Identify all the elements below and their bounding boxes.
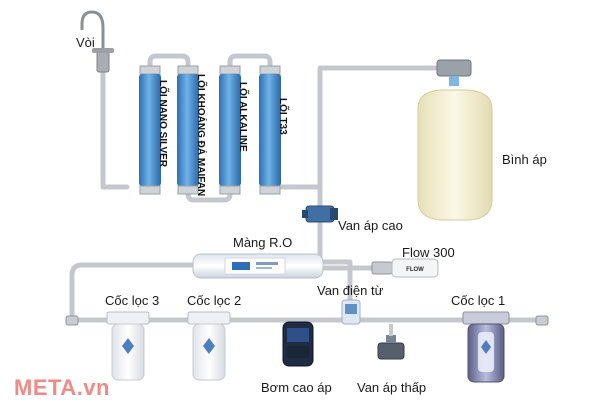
booster-pump bbox=[282, 321, 314, 367]
pressure-tank bbox=[417, 59, 493, 221]
faucet-label: Vòi bbox=[76, 35, 95, 50]
low-pressure-valve-label: Van áp thấp bbox=[357, 380, 427, 395]
cartridge-nano-silver bbox=[139, 65, 161, 195]
filter-cup-3 bbox=[106, 311, 150, 381]
low-pressure-valve bbox=[377, 324, 405, 360]
inlet-fitting bbox=[535, 315, 549, 326]
flow-restrictor: FLOW bbox=[371, 258, 439, 278]
cartridge-maifan-label: LÕI KHOÁNG ĐÁ MAIFAN bbox=[195, 74, 206, 197]
cartridge-maifan bbox=[177, 65, 199, 195]
faucet bbox=[80, 10, 114, 73]
t33-outlet-tube bbox=[274, 65, 446, 190]
ro-feed-loop-tube bbox=[69, 262, 196, 321]
pressure-tank-label: Bình áp bbox=[502, 152, 547, 167]
filter-cup-1-label: Cốc lọc 1 bbox=[451, 293, 506, 308]
cartridge-t33 bbox=[259, 65, 281, 195]
cartridge-alkaline bbox=[219, 65, 241, 195]
cartridge-loop-top-2 bbox=[227, 53, 273, 75]
filter-cup-2 bbox=[187, 311, 231, 381]
faucet-feed-tube bbox=[100, 67, 130, 190]
tubing bbox=[69, 53, 543, 323]
solenoid-feed-tube bbox=[317, 259, 353, 309]
filter-cup-1 bbox=[462, 311, 510, 383]
ro-membrane-label: Màng R.O bbox=[233, 235, 293, 250]
solenoid-valve bbox=[341, 299, 361, 325]
filter-cup-3-label: Cốc lọc 3 bbox=[105, 293, 160, 308]
high-pressure-valve-label: Van áp cao bbox=[338, 218, 403, 233]
cartridge-loop-bottom-1 bbox=[185, 183, 233, 203]
cartridge-alkaline-label: LÕI ALKALINE bbox=[237, 82, 248, 152]
watermark: META.vn bbox=[14, 375, 110, 400]
flow-restrictor-label: Flow 300 bbox=[402, 245, 455, 260]
high-pressure-valve bbox=[302, 205, 338, 223]
filter-cup-2-label: Cốc lọc 2 bbox=[187, 293, 242, 308]
cartridge-loop-top-1 bbox=[147, 53, 191, 75]
svg-text:FLOW: FLOW bbox=[406, 267, 424, 273]
cartridge-nano-silver-label: LÕI NANO SILVER bbox=[157, 80, 168, 168]
cartridge-t33-label: LÕI T33 bbox=[277, 98, 288, 135]
ro-membrane bbox=[192, 253, 324, 279]
solenoid-valve-label: Van điện từ bbox=[317, 283, 384, 298]
booster-pump-label: Bơm cao áp bbox=[261, 380, 332, 395]
outlet-fitting bbox=[65, 315, 79, 326]
